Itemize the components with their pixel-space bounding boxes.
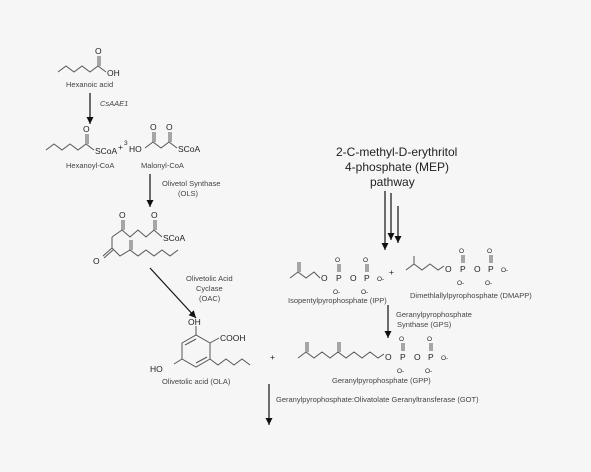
oac-label-2: Cyclase [196,284,223,293]
atom-o: O [414,352,421,362]
atom-p: P [488,264,494,274]
hexanoic-acid-label: Hexanoic acid [66,80,113,89]
plus-sign: + [118,142,123,152]
atom-ho: HO [150,364,163,374]
ols-label-1: Olivetol Synthase [162,179,220,188]
atom-o-minus: O- [361,289,368,296]
atom-o-minus: O- [397,368,404,375]
atom-o: O [335,257,340,264]
atom-o-minus: O- [485,280,492,287]
atom-o: O [119,210,126,220]
atom-o: O [399,336,404,343]
atom-o-minus: O- [333,289,340,296]
atom-o: O [93,256,100,266]
hexanoic-acid-structure: O OH [57,46,120,78]
atom-o: O [321,273,328,283]
mep-pathway-title-3: pathway [370,175,415,189]
atom-o-minus: O- [457,280,464,287]
atom-o: O [385,352,392,362]
atom-o: O [83,124,90,134]
atom-cooh: COOH [220,333,246,343]
atom-scoa: SCoA [163,233,186,243]
atom-o: O [487,248,492,255]
atom-o: O [151,210,158,220]
malonyl-coa-label: Malonyl-CoA [141,161,184,170]
hexanoyl-coa-structure: O SCoA + [45,124,123,156]
csaae1-label: CsAAE1 [100,99,128,108]
atom-o: O [445,264,452,274]
mep-pathway-title-1: 2-C-methyl-D-erythritol [336,145,457,159]
atom-o: O [95,46,102,56]
atom-p: P [364,273,370,283]
atom-scoa: SCoA [178,144,201,154]
dmapp-label: Dimethlallylpyrophosphate (DMAPP) [410,291,532,300]
oac-label-1: Olivetolic Acid [186,274,233,283]
dmapp-structure: O P O P O- O O O- O- [405,248,508,287]
oac-arrow [149,267,197,319]
gps-label-1: Geranylpyrophosphate [396,310,472,319]
atom-o-minus: O- [425,368,432,375]
gpp-structure: O P O P O- O O O- O- [297,336,448,375]
ols-label-2: (OLS) [178,189,199,198]
atom-p: P [336,273,342,283]
gpp-label: Geranylpyrophosphate (GPP) [332,376,431,385]
atom-o: O [474,264,481,274]
malonyl-coa-structure: 3 HO O O SCoA [124,122,201,154]
oac-label-3: (OAC) [199,294,221,303]
atom-ho: HO [129,144,142,154]
atom-o: O [363,257,368,264]
atom-p: P [400,352,406,362]
atom-o-minus: O- [441,355,448,362]
gps-label-2: Synthase (GPS) [397,320,452,329]
stoich-3: 3 [124,140,128,147]
olivetolic-acid-structure: OH COOH HO [150,317,251,374]
atom-o: O [166,122,173,132]
atom-o: O [427,336,432,343]
atom-o-minus: O- [501,267,508,274]
atom-p: P [428,352,434,362]
plus-sign: + [270,352,275,362]
atom-o: O [350,273,357,283]
atom-p: P [460,264,466,274]
atom-o-minus: O- [377,276,384,283]
atom-o: O [459,248,464,255]
got-label: Geranylpyrophosphate:Olivatolate Geranyl… [276,395,479,404]
atom-oh: OH [188,317,201,327]
mep-pathway-title-2: 4-phosphate (MEP) [345,160,449,174]
tetraketide-structure: O O SCoA O [93,210,186,266]
olivetolic-acid-label: Olivetolic acid (OLA) [162,377,231,386]
plus-sign: + [389,267,394,277]
ipp-structure: O P O P O- O O O- O- [289,257,384,296]
atom-scoa: SCoA [95,146,118,156]
hexanoyl-coa-label: Hexanoyl-CoA [66,161,114,170]
atom-o: O [150,122,157,132]
atom-oh: OH [107,68,120,78]
ipp-label: Isopentylpyrophosphate (IPP) [288,296,387,305]
